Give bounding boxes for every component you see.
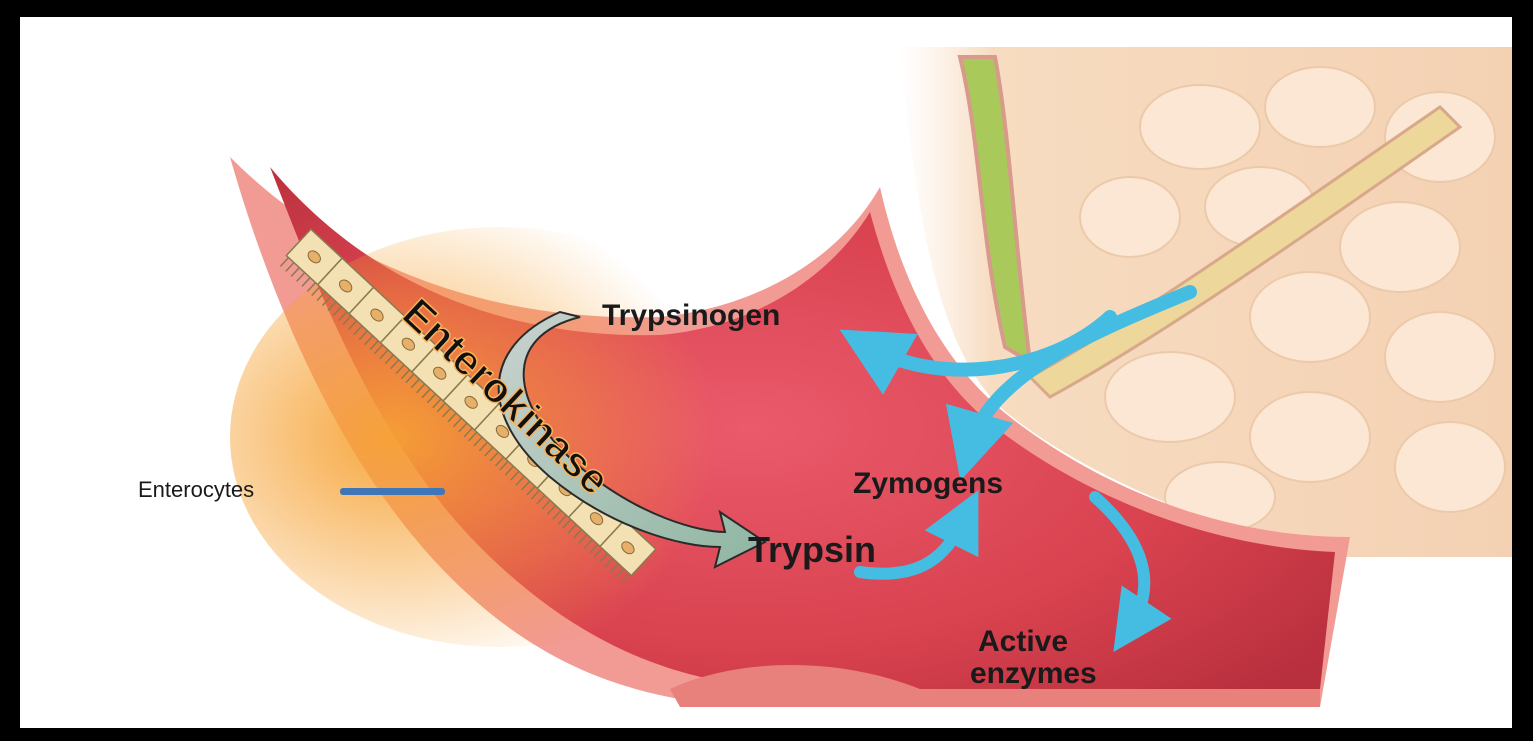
trypsin-label: Trypsin — [748, 529, 876, 571]
zymogens-label: Zymogens — [853, 467, 1003, 501]
enterocytes-label: Enterocytes — [138, 477, 254, 503]
active-enzymes-label-line2: enzymes — [970, 657, 1097, 691]
active-enzymes-label-line1: Active — [978, 625, 1068, 659]
duodenum-illustration: Enterokinase — [20, 17, 1512, 728]
diagram-panel: Enterokinase Trypsinogen Zymogens Trypsi… — [20, 17, 1512, 728]
trypsinogen-label: Trypsinogen — [602, 299, 780, 333]
enterocytes-pointer — [340, 488, 445, 495]
